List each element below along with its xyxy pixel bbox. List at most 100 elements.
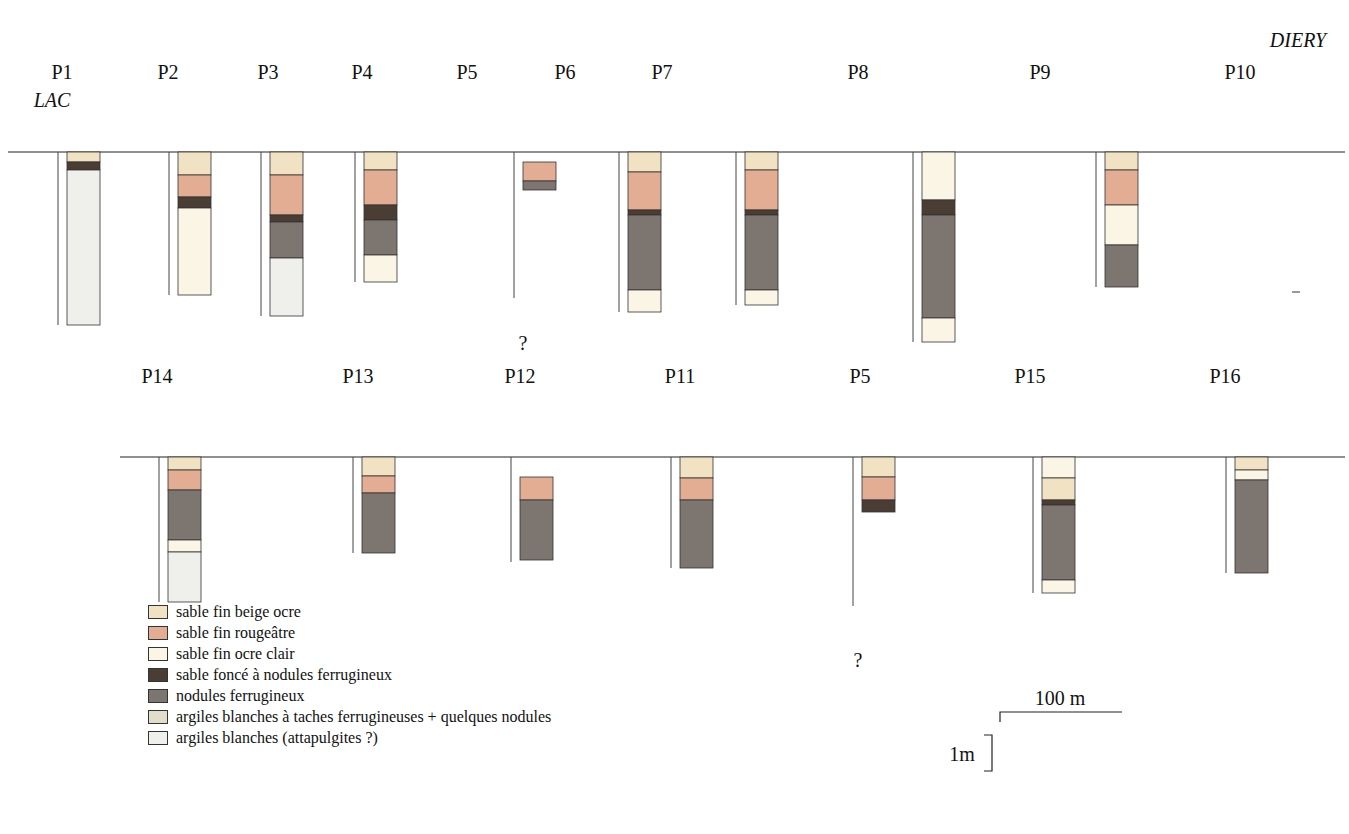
soil-layer [362, 476, 395, 493]
soil-layer [1042, 580, 1075, 593]
soil-profile [353, 457, 395, 553]
soil-layer [520, 500, 553, 560]
soil-layer [270, 222, 303, 258]
soil-layer [922, 318, 955, 342]
soil-layer [862, 477, 895, 500]
soil-layer [922, 200, 955, 215]
soil-layer [178, 208, 211, 295]
profile-label: P2 [157, 62, 178, 82]
soil-layer [745, 152, 778, 170]
profile-label: P3 [257, 62, 278, 82]
soil-layer [1105, 205, 1138, 245]
profile-depth-line [169, 152, 170, 295]
soil-layer [168, 540, 201, 552]
soil-layer [520, 477, 553, 500]
legend-row: argiles blanches à taches ferrugineuses … [148, 709, 551, 725]
profile-label: P8 [847, 62, 868, 82]
legend-text: sable fin beige ocre [176, 604, 301, 620]
soil-layer [680, 478, 713, 500]
legend-text: argiles blanches à taches ferrugineuses … [176, 709, 551, 725]
soil-layer [1042, 500, 1075, 505]
legend-swatch [148, 668, 168, 682]
soil-layer [628, 172, 661, 210]
profile-label: P4 [351, 62, 372, 82]
profile-label: P5 [849, 366, 870, 386]
soil-layer [523, 181, 556, 190]
soil-layer [168, 490, 201, 540]
profile-label: P12 [504, 366, 535, 386]
soil-layer [862, 457, 895, 477]
soil-layer [168, 552, 201, 602]
legend-text: nodules ferrugineux [176, 688, 304, 704]
soil-profile [169, 152, 211, 295]
soil-layer [1105, 152, 1138, 170]
profile-label: ? [854, 650, 863, 670]
soil-profile [514, 152, 556, 298]
soil-layer [364, 205, 397, 220]
soil-layer [628, 210, 661, 215]
profile-label: P13 [342, 366, 373, 386]
soil-layer [628, 290, 661, 312]
profile-label: ? [519, 333, 528, 353]
legend-swatch [148, 626, 168, 640]
soil-layer [523, 162, 556, 181]
soil-layer [1105, 170, 1138, 205]
soil-layer [628, 215, 661, 290]
soil-profile [1033, 457, 1075, 593]
soil-layer [270, 215, 303, 222]
soil-layer [1105, 245, 1138, 287]
profile-depth-line [1096, 152, 1097, 287]
profile-depth-line [619, 152, 620, 312]
profile-depth-line [736, 152, 737, 305]
profile-depth-line [159, 457, 160, 602]
soil-layer [364, 170, 397, 205]
soil-layer [362, 457, 395, 476]
soil-profile [1096, 152, 1138, 287]
legend-row: argiles blanches (attapulgites ?) [148, 730, 378, 746]
profile-label: P16 [1209, 366, 1240, 386]
legend-row: sable fin beige ocre [148, 604, 301, 620]
soil-layer [178, 152, 211, 175]
soil-profile [913, 152, 955, 342]
profile-label: P1 [51, 62, 72, 82]
legend-text: argiles blanches (attapulgites ?) [176, 730, 378, 746]
legend-row: sable fin rougeâtre [148, 625, 295, 641]
profile-label: P14 [141, 366, 172, 386]
profile-label: P6 [554, 62, 575, 82]
profile-depth-line [355, 152, 356, 282]
soil-layer [67, 170, 100, 325]
soil-layer [364, 152, 397, 170]
legend-swatch [148, 605, 168, 619]
soil-layer [67, 162, 100, 170]
soil-profile [58, 152, 100, 325]
soil-layer [745, 215, 778, 290]
profile-depth-line [514, 152, 515, 298]
legend-row: sable fin ocre clair [148, 646, 295, 662]
legend-swatch [148, 647, 168, 661]
soil-layer [922, 215, 955, 318]
soil-layer [680, 500, 713, 568]
soil-layer [1042, 478, 1075, 500]
legend-text: sable fin rougeâtre [176, 625, 295, 641]
horizontal-scale-bar [1000, 712, 1122, 722]
soil-layer [270, 175, 303, 215]
soil-layer [1042, 457, 1075, 478]
soil-layer [1042, 505, 1075, 580]
profile-label: P9 [1029, 62, 1050, 82]
soil-profile [853, 457, 895, 606]
soil-layer [362, 493, 395, 553]
profile-label: 1m [949, 744, 975, 764]
soil-layer [364, 220, 397, 255]
soil-profile [261, 152, 303, 316]
soil-layer [270, 152, 303, 175]
profile-depth-line [353, 457, 354, 553]
profile-label: 100 m [1035, 688, 1086, 708]
profile-depth-line [1033, 457, 1034, 593]
profile-label: P5 [456, 62, 477, 82]
legend-text: sable foncé à nodules ferrugineux [176, 667, 392, 683]
soil-layer [922, 152, 955, 200]
soil-profile [619, 152, 661, 312]
profile-label: P15 [1014, 366, 1045, 386]
legend-swatch [148, 710, 168, 724]
place-name: DIERY [1270, 30, 1326, 50]
